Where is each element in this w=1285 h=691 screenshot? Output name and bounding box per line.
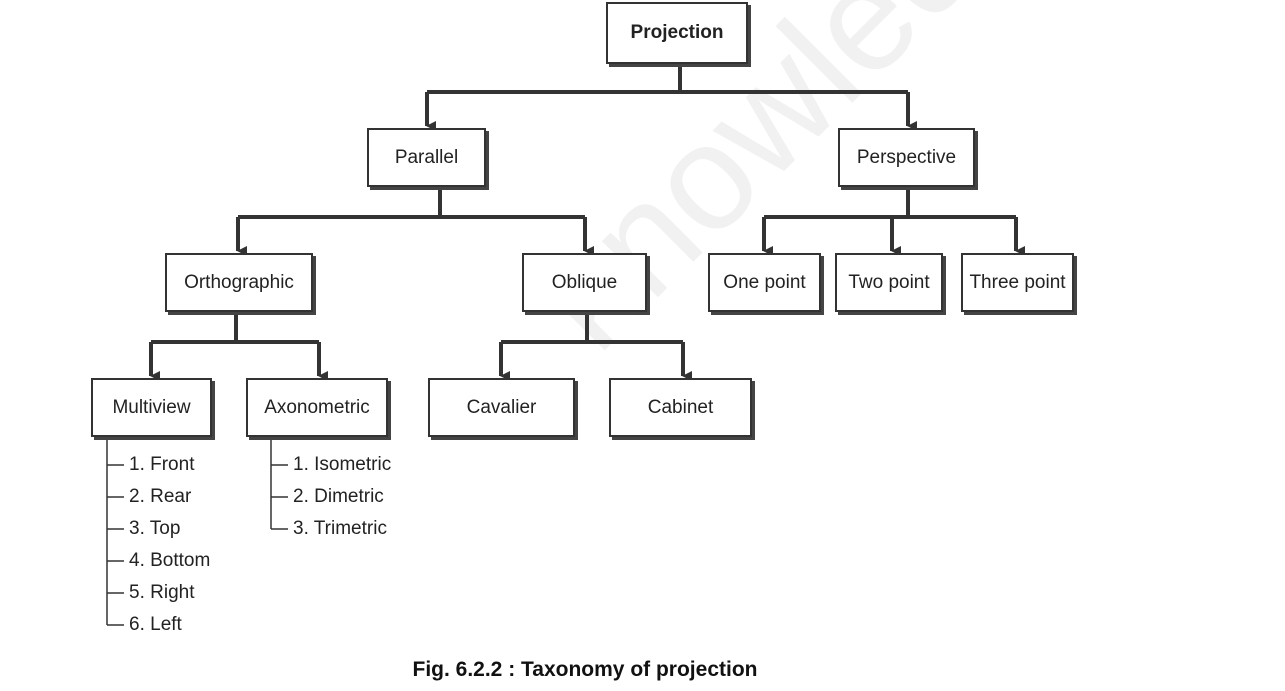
node-label: Projection	[630, 22, 724, 43]
list-item: 2. Dimetric	[293, 486, 384, 507]
node-label: Two point	[848, 271, 930, 293]
list-item: 3. Trimetric	[293, 518, 387, 539]
node-perspective: Perspective	[838, 128, 975, 187]
node-label: Multiview	[112, 396, 191, 418]
node-three-point: Three point	[961, 253, 1074, 312]
node-multiview: Multiview	[91, 378, 212, 437]
list-item: 6. Left	[129, 614, 182, 635]
list-item: 5. Right	[129, 582, 195, 603]
node-axonometric: Axonometric	[246, 378, 388, 437]
node-projection: Projection	[606, 2, 748, 64]
node-label: One point	[723, 271, 806, 293]
figure-caption: Fig. 6.2.2 : Taxonomy of projection	[412, 658, 758, 681]
node-parallel: Parallel	[367, 128, 486, 187]
node-label: Orthographic	[184, 271, 294, 293]
node-cavalier: Cavalier	[428, 378, 575, 437]
node-orthographic: Orthographic	[165, 253, 313, 312]
node-two-point: Two point	[835, 253, 943, 312]
list-item: 2. Rear	[129, 486, 192, 507]
node-cabinet: Cabinet	[609, 378, 752, 437]
node-label: Perspective	[856, 146, 957, 168]
list-item: 3. Top	[129, 518, 181, 539]
node-label: Parallel	[394, 146, 459, 168]
list-item: 4. Bottom	[129, 550, 211, 571]
node-label: Cavalier	[466, 396, 537, 418]
node-one-point: One point	[708, 253, 821, 312]
node-oblique: Oblique	[522, 253, 647, 312]
list-item: 1. Front	[129, 454, 195, 475]
node-label: Axonometric	[264, 396, 370, 418]
node-label: Three point	[969, 271, 1066, 293]
list-item: 1. Isometric	[293, 454, 392, 475]
node-label: Oblique	[551, 271, 618, 293]
node-label: Cabinet	[647, 396, 714, 418]
